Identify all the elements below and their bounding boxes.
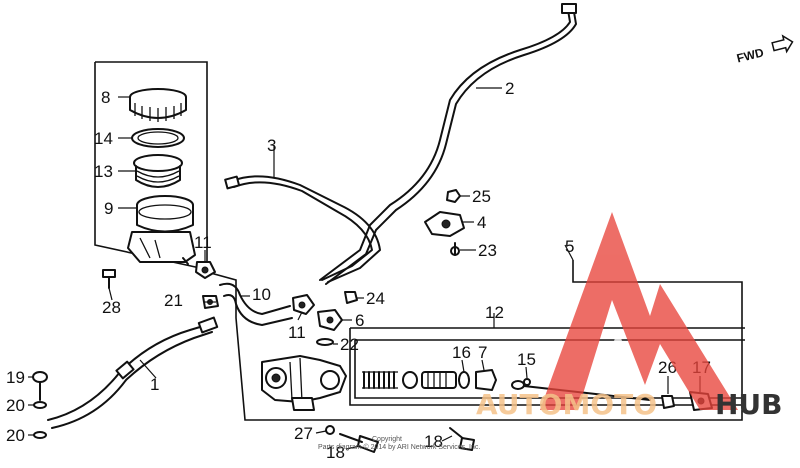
callout-13: 15: [517, 350, 536, 369]
callout-10: 10: [252, 285, 271, 304]
callout-11-upper: 11: [194, 233, 212, 252]
sealing-washer-upper: [33, 401, 47, 409]
piston: [421, 371, 457, 389]
callout-18-lower: 18: [326, 443, 345, 462]
callout-20-upper: 20: [6, 396, 25, 415]
callout-25: 25: [472, 187, 491, 206]
copyright-line-1: Copyright: [372, 436, 402, 443]
watermark-text: AUTOMOTO HUB: [476, 388, 783, 421]
callout-18-right: 18: [424, 432, 443, 451]
watermark-logo: [540, 212, 738, 410]
push-rod-nut: [661, 395, 675, 409]
callout-3: 3: [267, 136, 276, 155]
reservoir-cap: [129, 88, 187, 122]
push-rod: [511, 378, 651, 401]
forward-indicator: FWD: [735, 34, 794, 66]
pipe-bracket: [424, 211, 465, 237]
diaphragm: [133, 154, 183, 188]
cylinder-bolt-upper: [325, 425, 335, 435]
bracket-nut: [446, 189, 461, 203]
clutch-pipe-short: [224, 175, 381, 283]
watermark-text-secondary: HUB: [715, 388, 783, 421]
callout-20-lower: 20: [6, 426, 25, 445]
callout-4: 4: [477, 213, 486, 232]
banjo-bolt: [32, 371, 48, 401]
hose-clamp-lower: [292, 294, 315, 315]
callout-11-lower: 11: [288, 323, 306, 342]
master-cylinder-frame: [235, 260, 743, 421]
bleeder-screw: [344, 291, 358, 304]
callout-19: 19: [6, 368, 25, 387]
callout-6: 6: [355, 311, 364, 330]
bracket-screw: [450, 242, 460, 256]
reservoir-body: [127, 195, 196, 265]
callout-8: 8: [101, 88, 110, 107]
reservoir-hose: [219, 282, 293, 326]
callout-21: 21: [164, 291, 183, 310]
sealing-washer-lower: [33, 431, 47, 439]
callout-1: 1: [150, 375, 159, 394]
clutch-pipe-long: [319, 3, 577, 285]
hose-clamp-upper: [195, 261, 216, 279]
diaphragm-plate: [131, 128, 185, 148]
callout-12: 12: [485, 303, 504, 322]
callout-28: 28: [102, 298, 121, 317]
piston-spring: [362, 371, 398, 389]
forward-arrow-icon: [771, 34, 794, 54]
o-ring: [316, 338, 334, 346]
copyright-line-2: Parts diagram © 2014 by ARI Network Serv…: [318, 443, 480, 451]
clutch-hose: [47, 316, 219, 429]
callout-15: 14: [94, 129, 113, 148]
callout-2: 2: [505, 79, 514, 98]
callout-27: 27: [294, 424, 313, 443]
cylinder-bolt-lower: [339, 433, 379, 453]
watermark-logo-icon: [540, 212, 738, 410]
copyright-note: Copyright Parts diagram © 2014 by ARI Ne…: [318, 436, 480, 451]
callout-23: 23: [478, 241, 497, 260]
watermark-text-primary: AUTOMOTO: [476, 388, 657, 421]
callout-22: 22: [340, 335, 359, 354]
forward-label: FWD: [735, 45, 765, 65]
callout-9: 9: [104, 199, 113, 218]
callout-14: 13: [94, 162, 113, 181]
cylinder-bolt-right: [449, 427, 475, 451]
master-cylinder-body: [261, 355, 347, 411]
circlip: [458, 371, 470, 389]
leader-lines: [28, 87, 701, 450]
piston-cup: [402, 371, 418, 389]
callout-16: 16: [452, 343, 471, 362]
callout-5: 5: [565, 237, 574, 256]
boot: [475, 369, 497, 391]
mounting-bolt: [102, 269, 116, 289]
pipe-joint: [317, 309, 343, 331]
callout-24: 24: [366, 289, 385, 308]
callout-7: 7: [478, 343, 487, 362]
